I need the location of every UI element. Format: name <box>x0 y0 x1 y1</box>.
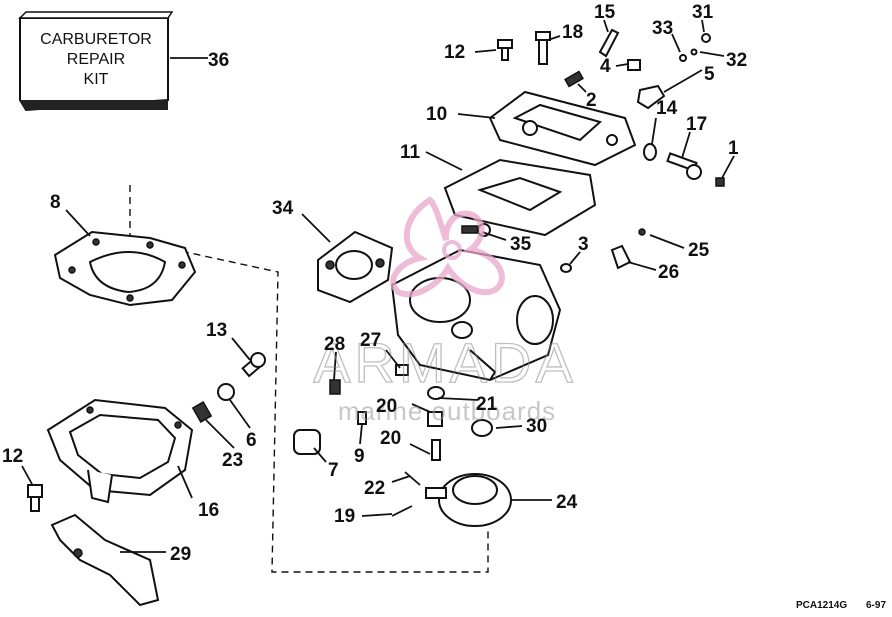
kit-label-line3: KIT <box>84 71 109 88</box>
callout-13: 13 <box>206 320 227 341</box>
flange-gasket <box>317 230 394 304</box>
clip-31 <box>701 33 711 43</box>
callout-labels: 36 15 18 12 33 31 32 4 5 2 10 14 17 11 1… <box>2 2 747 565</box>
callout-29: 29 <box>170 544 191 565</box>
callout-27: 27 <box>360 330 381 351</box>
figure-date: 6-97 <box>866 600 886 611</box>
spring-2 <box>564 70 584 88</box>
callout-1: 1 <box>728 138 739 159</box>
callout-16: 16 <box>198 500 219 521</box>
washer <box>217 383 235 401</box>
pin-19 <box>391 505 413 517</box>
callout-17: 17 <box>686 114 707 135</box>
carburetor-cover <box>488 90 637 167</box>
callout-14: 14 <box>656 98 678 119</box>
leader-lines <box>21 19 735 553</box>
pin-22 <box>404 471 421 486</box>
fitting-27 <box>395 364 409 376</box>
screw-25 <box>638 228 646 236</box>
callout-21: 21 <box>476 394 498 415</box>
watermark-tagline: marine outboards <box>338 396 556 426</box>
spring-23 <box>191 401 213 423</box>
armada-logo <box>390 196 505 298</box>
callout-28: 28 <box>324 334 345 355</box>
callout-18: 18 <box>562 22 583 43</box>
callout-31: 31 <box>692 2 714 23</box>
callout-26: 26 <box>658 262 679 283</box>
callout-12-top: 12 <box>444 42 465 63</box>
lever-5 <box>636 84 666 110</box>
callout-8: 8 <box>50 192 61 213</box>
kit-label-line1: CARBURETOR <box>40 31 152 48</box>
callout-36: 36 <box>208 50 229 71</box>
callout-33: 33 <box>652 18 673 39</box>
callout-6: 6 <box>246 430 257 451</box>
watermark-brand: ARMADA <box>313 331 577 394</box>
nut-4 <box>627 59 641 71</box>
screw-13 <box>241 352 266 378</box>
screw-12-top <box>497 39 513 61</box>
float-bowl-gasket <box>53 230 197 307</box>
armada-watermark: ARMADA marine outboards <box>313 196 577 426</box>
callout-34: 34 <box>272 198 294 219</box>
needle-20 <box>431 439 441 461</box>
o-ring-3 <box>560 263 572 273</box>
figure-code: PCA1214G <box>796 600 847 611</box>
screw-18 <box>535 31 551 65</box>
callout-4: 4 <box>600 56 611 77</box>
callout-15: 15 <box>594 2 616 23</box>
callout-23: 23 <box>222 450 243 471</box>
ring-33 <box>679 54 687 62</box>
callout-9: 9 <box>354 446 365 467</box>
float-bowl <box>46 398 194 504</box>
callout-20-top: 20 <box>376 396 397 417</box>
callout-5: 5 <box>704 64 715 85</box>
needle-15 <box>598 28 620 58</box>
callout-3: 3 <box>578 234 589 255</box>
seat-20 <box>427 411 443 427</box>
callout-32: 32 <box>726 50 747 71</box>
repair-kit-box: CARBURETOR REPAIR KIT <box>18 11 174 112</box>
callout-10: 10 <box>426 104 447 125</box>
callout-25: 25 <box>688 240 710 261</box>
callout-30: 30 <box>526 416 547 437</box>
roller-7 <box>293 429 321 455</box>
ball-32 <box>690 48 698 56</box>
callout-35: 35 <box>510 234 532 255</box>
plug-1 <box>715 177 725 187</box>
kit-label-line2: REPAIR <box>67 51 125 68</box>
washer-14 <box>643 143 657 161</box>
clip-26 <box>610 244 632 270</box>
callout-22: 22 <box>364 478 385 499</box>
callout-20-bottom: 20 <box>380 428 401 449</box>
callout-19: 19 <box>334 506 355 527</box>
callout-2: 2 <box>586 90 597 111</box>
screw-17 <box>666 152 702 180</box>
float-24 <box>425 473 512 527</box>
spring-28 <box>329 379 341 395</box>
gasket-21 <box>427 386 445 400</box>
screw-bottom-left <box>27 484 43 512</box>
callout-7: 7 <box>328 460 339 481</box>
callout-24: 24 <box>556 492 578 513</box>
cover-gasket <box>443 158 597 237</box>
bracket <box>50 513 160 607</box>
plug-30 <box>471 419 493 437</box>
callout-11: 11 <box>400 142 421 163</box>
callout-12-bottom: 12 <box>2 446 23 467</box>
